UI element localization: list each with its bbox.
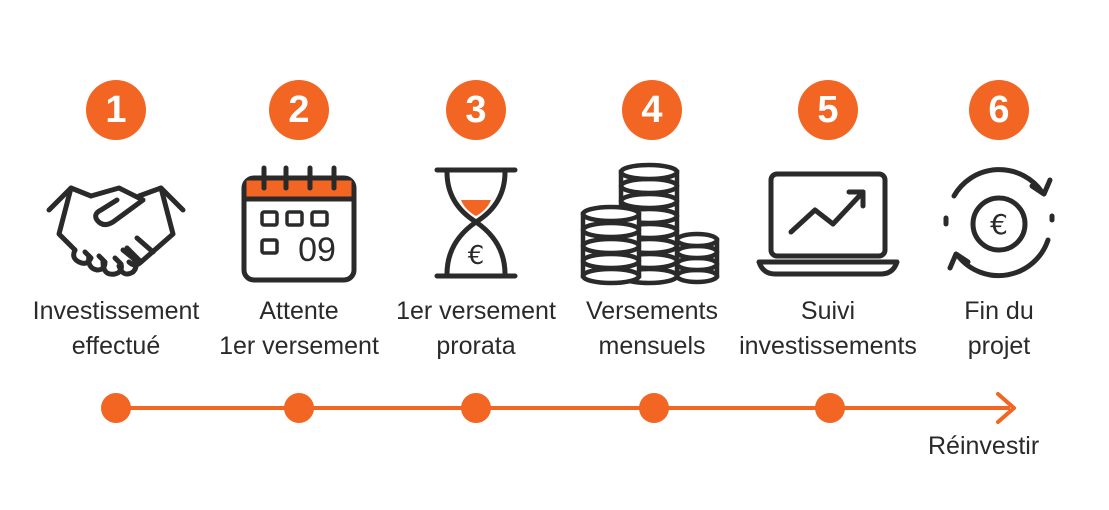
step-label-line1: Versements <box>585 297 718 325</box>
step-label-line2: mensuels <box>598 332 706 360</box>
step-number-badge: 3 <box>446 80 506 140</box>
step-label-line1: Suivi <box>800 297 856 325</box>
step-label-line2: projet <box>967 332 1031 360</box>
hourglass-euro-icon: € <box>434 167 518 279</box>
step-label-line1: Fin du <box>964 297 1034 325</box>
laptop-chart-icon <box>756 171 900 277</box>
step-1: 1 Investissement effectué <box>26 80 206 364</box>
calendar-icon: 09 <box>241 165 357 283</box>
step-4: 4 Versements <box>562 80 742 364</box>
timeline-dot <box>461 393 491 423</box>
step-number-badge: 4 <box>622 80 682 140</box>
handshake-icon <box>46 185 186 277</box>
timeline <box>101 392 1016 424</box>
step-label-line2: effectué <box>71 332 161 360</box>
step-label-line2: investissements <box>739 332 917 360</box>
euro-symbol: € <box>990 208 1008 241</box>
step-2: 2 09 Attente 1er versement <box>209 80 389 364</box>
step-label-line1: Attente <box>259 297 339 325</box>
step-3: 3 € 1er versement prorata <box>386 80 566 364</box>
timeline-dot <box>284 393 314 423</box>
step-number-badge: 2 <box>269 80 329 140</box>
calendar-date-text: 09 <box>298 231 336 269</box>
step-label-line1: Investissement <box>32 297 200 325</box>
timeline-dot <box>639 393 669 423</box>
step-number-badge: 1 <box>86 80 146 140</box>
step-label-line1: 1er versement <box>396 297 556 325</box>
euro-symbol: € <box>468 241 485 271</box>
coin-stacks-icon <box>580 162 720 286</box>
timeline-arrow-head <box>996 392 1016 424</box>
timeline-dot <box>101 393 131 423</box>
step-label-line2: prorata <box>436 332 516 360</box>
step-6: 6 € Fin du projet <box>909 80 1089 364</box>
step-5: 5 Suivi investissements <box>738 80 918 364</box>
reinvest-label: Réinvestir <box>928 432 1040 460</box>
step-number-badge: 6 <box>969 80 1029 140</box>
step-label-line2: 1er versement <box>219 332 379 360</box>
timeline-dot <box>815 393 845 423</box>
euro-cycle-icon: € <box>943 167 1055 279</box>
step-number-badge: 5 <box>798 80 858 140</box>
